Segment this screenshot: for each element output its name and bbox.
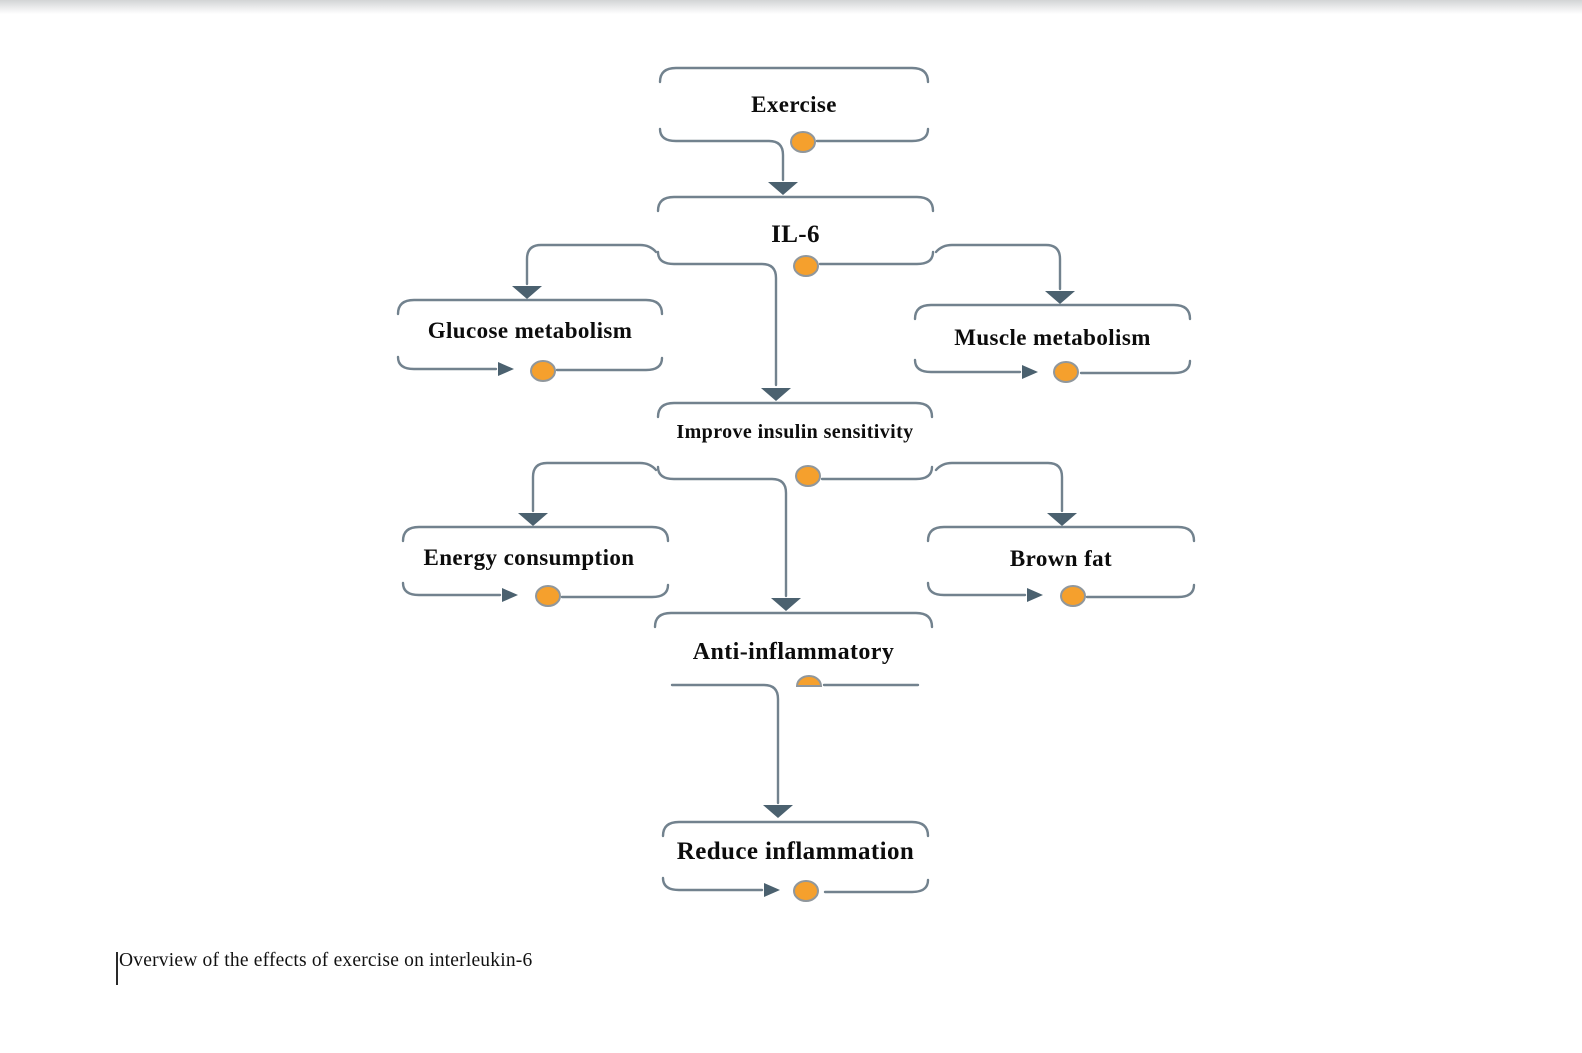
- node-label-brown-fat: Brown fat: [1009, 546, 1113, 571]
- node-label-muscle-metabolism: Muscle metabolism: [954, 325, 1151, 350]
- node-top-edge: [656, 401, 934, 419]
- text-cursor: [116, 952, 118, 985]
- arrow-down-icon: [1045, 291, 1075, 304]
- connector-insulin-energy: [531, 461, 658, 513]
- node-bottom-edge: [823, 878, 930, 894]
- connector-dot-icon: [530, 360, 556, 382]
- connector-dot-icon: [793, 255, 819, 277]
- arrow-down-icon: [771, 598, 801, 611]
- node-il6-frame: [656, 195, 935, 387]
- node-bottom-edge: [560, 583, 670, 599]
- connector-insulin-brownfat: [934, 461, 1064, 513]
- arrow-down-icon: [1047, 513, 1077, 526]
- node-bottom-edge: [555, 356, 664, 372]
- node-bottom-edge: [818, 250, 935, 266]
- node-energy-frame: [401, 525, 670, 599]
- figure-caption[interactable]: Overview of the effects of exercise on i…: [119, 950, 533, 971]
- node-exercise-frame: [658, 66, 930, 182]
- connector-dot-icon: [1053, 361, 1079, 383]
- connector-dot-icon: [1060, 585, 1086, 607]
- node-top-edge: [926, 525, 1196, 543]
- node-label-exercise: Exercise: [751, 92, 837, 117]
- arrow-down-icon: [763, 805, 793, 818]
- node-bottom-edge: [913, 358, 1022, 374]
- node-top-edge: [661, 820, 930, 838]
- node-label-anti-inflammatory: Anti-inflammatory: [692, 639, 895, 665]
- node-brownfat-frame: [926, 525, 1196, 599]
- node-label-glucose-metabolism: Glucose metabolism: [427, 318, 633, 343]
- arrow-down-icon: [761, 388, 791, 401]
- arrow-right-icon: [764, 883, 780, 897]
- node-top-edge: [913, 303, 1192, 321]
- node-muscle-frame: [913, 303, 1192, 375]
- node-bottom-edge: [656, 250, 778, 387]
- node-bottom-edge: [820, 465, 934, 481]
- node-label-reduce-inflammation: Reduce inflammation: [676, 838, 915, 865]
- node-bottom-edge: [656, 465, 788, 598]
- arrow-right-icon: [1022, 365, 1038, 379]
- node-bottom-edge: [670, 683, 780, 805]
- connector-dot-icon: [793, 880, 819, 902]
- node-antiinflammatory-frame: [653, 611, 934, 805]
- arrow-right-icon: [502, 588, 518, 602]
- node-label-il6: IL-6: [771, 221, 820, 248]
- node-label-improve-insulin-sensitivity: Improve insulin sensitivity: [676, 421, 914, 443]
- arrow-right-icon: [498, 362, 514, 376]
- node-bottom-edge: [658, 127, 785, 182]
- node-top-edge: [656, 195, 935, 213]
- node-bottom-edge: [926, 581, 1027, 597]
- page-top-shadow: [0, 0, 1582, 14]
- connector-dot-icon: [790, 131, 816, 153]
- connector-dot-half-icon: [795, 675, 823, 687]
- node-top-edge: [653, 611, 934, 629]
- connector-dot-icon: [795, 465, 821, 487]
- node-glucose-frame: [396, 298, 664, 372]
- arrow-down-icon: [768, 182, 798, 195]
- node-bottom-edge: [396, 355, 498, 371]
- node-top-edge: [401, 525, 670, 543]
- node-bottom-edge: [815, 127, 930, 143]
- node-bottom-edge: [1085, 583, 1196, 599]
- arrow-down-icon: [518, 513, 548, 526]
- arrow-down-icon: [512, 286, 542, 299]
- node-top-edge: [658, 66, 930, 84]
- node-bottom-edge: [1079, 359, 1192, 375]
- node-top-edge: [396, 298, 664, 316]
- connector-il6-glucose: [525, 243, 658, 286]
- connector-dot-icon: [535, 585, 561, 607]
- node-label-energy-consumption: Energy consumption: [423, 545, 635, 570]
- node-bottom-edge: [401, 581, 502, 597]
- node-bottom-edge: [661, 876, 764, 892]
- node-reduce-frame: [661, 820, 930, 894]
- arrow-right-icon: [1027, 588, 1043, 602]
- node-insulin-frame: [656, 401, 934, 598]
- connector-il6-muscle: [934, 243, 1062, 291]
